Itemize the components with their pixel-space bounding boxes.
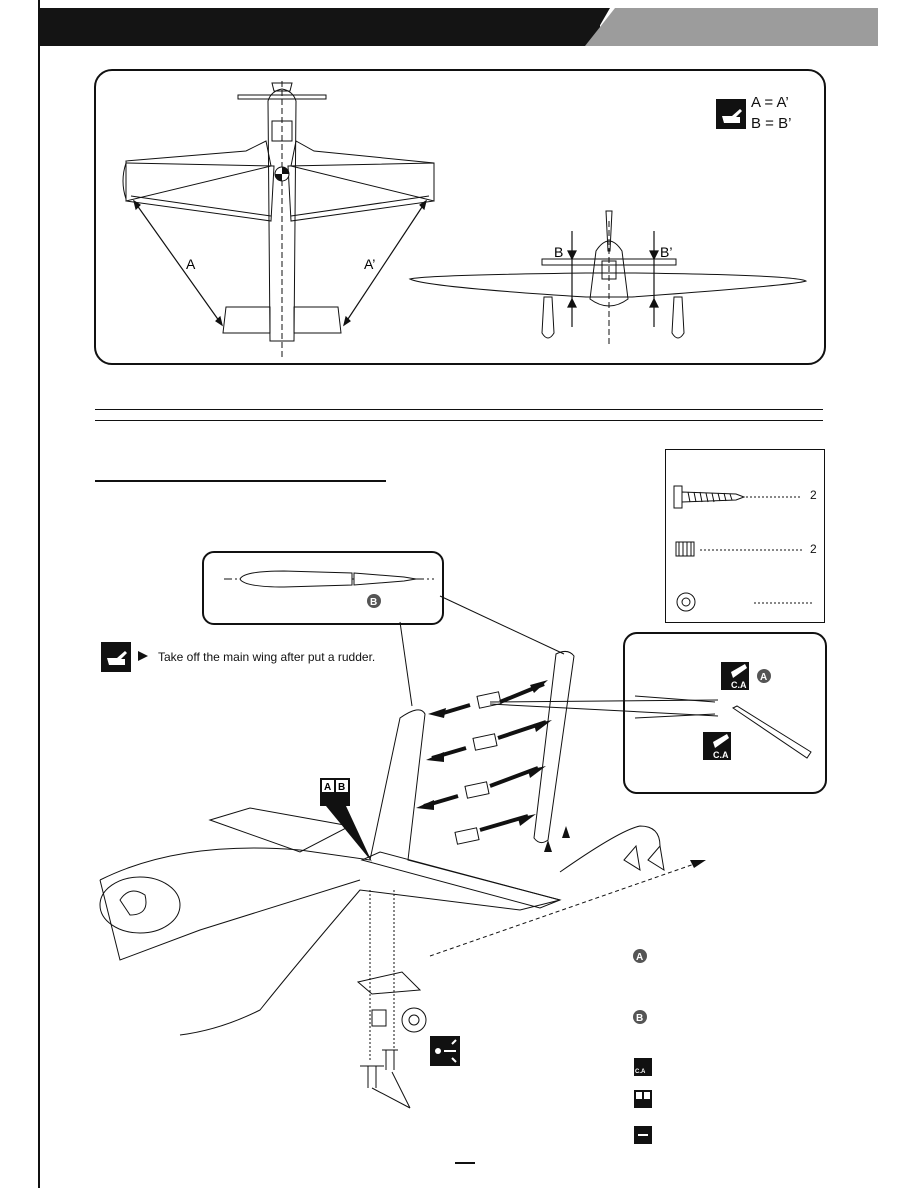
equation-b: B = B’ xyxy=(751,115,792,132)
airfoil-diagram: B xyxy=(224,570,434,608)
alignment-panel: A A’ B B’ A = A’ B = B’ xyxy=(94,69,826,365)
screwdriver-icon xyxy=(430,1036,460,1066)
label-b-prime: B’ xyxy=(660,244,672,260)
grub-screw-icon xyxy=(675,541,695,557)
front-view-plane xyxy=(408,210,808,347)
svg-text:C.A: C.A xyxy=(713,750,729,760)
wheel-collar-icon xyxy=(676,592,696,612)
measure-lines-b xyxy=(567,231,659,327)
alignment-diagram: A A’ B B’ xyxy=(122,81,808,357)
measure-lines-a xyxy=(133,199,427,327)
svg-text:A: A xyxy=(636,952,643,963)
badge-b-icon xyxy=(367,594,381,608)
header-gray-band xyxy=(585,8,878,46)
header-dark-band xyxy=(40,8,600,46)
callout-airfoil: B xyxy=(202,551,444,625)
hand-pointer-icon xyxy=(101,642,131,672)
note-arrow-icon xyxy=(138,651,148,661)
section-rule-top xyxy=(95,409,823,410)
page-number-line xyxy=(455,1162,475,1164)
parts-box: 2 2 xyxy=(665,449,825,623)
hinge-detail-diagram: C.A A C.A xyxy=(634,662,812,760)
svg-text:B: B xyxy=(636,1013,643,1024)
legend-badge-b-icon: B xyxy=(633,1010,647,1024)
svg-text:B: B xyxy=(338,782,345,793)
badge-a-icon xyxy=(757,669,771,683)
label-a: A xyxy=(186,256,196,272)
qty-screw: 2 xyxy=(810,488,817,502)
legend-badge-a-icon: A xyxy=(633,949,647,963)
ab-balance-icon: A B xyxy=(320,778,372,862)
svg-text:B: B xyxy=(370,597,377,608)
hand-pointer-icon xyxy=(716,99,746,129)
legend-screwdriver-icon xyxy=(634,1126,652,1144)
callout-hinge: C.A A C.A xyxy=(623,632,827,794)
top-view-plane xyxy=(122,81,435,357)
assembly-note: Take off the main wing after put a rudde… xyxy=(158,650,376,664)
qty-grub: 2 xyxy=(810,542,817,556)
screw-icon xyxy=(673,485,746,509)
label-b: B xyxy=(554,244,563,260)
equation-a: A = A’ xyxy=(751,94,789,111)
label-a-prime: A’ xyxy=(364,256,375,272)
svg-text:C.A: C.A xyxy=(635,1069,646,1075)
parts-icons xyxy=(673,485,812,612)
svg-text:A: A xyxy=(760,672,767,683)
legend-ca-icon: C.A xyxy=(634,1058,652,1076)
section-rule-bottom xyxy=(95,420,823,421)
svg-text:C.A: C.A xyxy=(731,680,747,690)
legend-ab-icon xyxy=(634,1090,652,1108)
subsection-underline xyxy=(95,480,386,482)
header-bar xyxy=(40,8,878,46)
svg-text:A: A xyxy=(324,782,331,793)
page-border-left xyxy=(38,0,40,1188)
